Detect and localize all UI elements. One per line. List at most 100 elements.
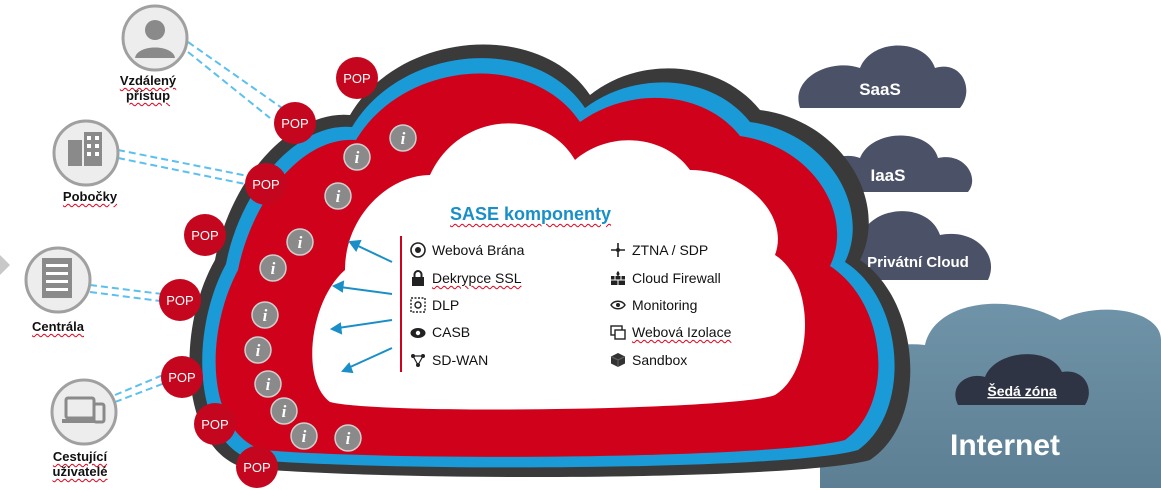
- inspection-label: i: [282, 402, 287, 421]
- site-branches: [52, 119, 120, 187]
- pop-label: POP: [168, 370, 195, 385]
- pop-marker: POP: [274, 102, 316, 144]
- grey-zone-cloud: [955, 354, 1089, 405]
- site-remote-access: [121, 4, 189, 72]
- pop-label: POP: [243, 460, 270, 475]
- dlp-icon: [410, 297, 426, 313]
- pop-marker: POP: [159, 279, 201, 321]
- pop-marker: POP: [161, 356, 203, 398]
- pop-circle: [236, 446, 278, 488]
- inspection-circle: [251, 301, 279, 329]
- pop-label: POP: [201, 417, 228, 432]
- inspection-circle: [334, 424, 362, 452]
- site-label-line: Vzdálený: [119, 73, 177, 88]
- web-isolation-icon: [610, 325, 626, 340]
- inspection-circle: [290, 422, 318, 450]
- lock-icon: [412, 270, 424, 286]
- component-label: Sandbox: [632, 352, 688, 368]
- saas-label: SaaS: [859, 80, 901, 99]
- pop-label: POP: [252, 177, 279, 192]
- inspection-label: i: [401, 129, 406, 148]
- user-icon: [145, 20, 165, 40]
- pop-circle: [274, 102, 316, 144]
- component-cloud-firewall: Cloud Firewall: [610, 270, 721, 286]
- pop-label: POP: [166, 293, 193, 308]
- saas-cloud: [798, 45, 967, 108]
- site-label-headquarters: Centrála: [18, 319, 98, 334]
- component-label: Webová Brána: [432, 242, 525, 258]
- component-label: DLP: [432, 297, 460, 313]
- inspection-label: i: [263, 306, 268, 325]
- inspection-circle: [254, 370, 282, 398]
- component-web-isolation: Webová Izolace: [610, 324, 731, 340]
- grey-zone-label: Šedá zóna: [987, 382, 1056, 399]
- component-label: Monitoring: [632, 297, 698, 313]
- pop-marker: POP: [194, 403, 236, 445]
- sd-wan-icon: [411, 354, 425, 367]
- pop-circle: [161, 356, 203, 398]
- internet-label: Internet: [950, 429, 1060, 462]
- monitoring-eye-icon: [610, 300, 626, 310]
- inspection-circle: [259, 254, 287, 282]
- pop-circle: [194, 403, 236, 445]
- casb-eye-icon: [410, 328, 426, 338]
- inspection-marker: i: [244, 336, 272, 364]
- inspection-marker: i: [290, 422, 318, 450]
- firewall-icon: [611, 271, 625, 285]
- inspection-label: i: [266, 375, 271, 394]
- inspection-label: i: [355, 148, 360, 167]
- site-label-line: Cestující: [52, 449, 108, 464]
- connector-lines: [89, 41, 283, 403]
- site-headquarters: [24, 246, 92, 314]
- inspection-marker: i: [343, 143, 371, 171]
- inspection-marker: i: [251, 301, 279, 329]
- pop-marker: POP: [184, 214, 226, 256]
- component-dlp: DLP: [410, 297, 459, 313]
- pop-label: POP: [281, 116, 308, 131]
- site-label-line: přístup: [125, 88, 171, 103]
- private-cloud-label: Privátní Cloud: [867, 254, 969, 271]
- inspection-circle: [389, 124, 417, 152]
- inspection-marker: i: [286, 228, 314, 256]
- site-label-remote-access: Vzdálený přístup: [108, 73, 188, 103]
- inspection-marker: i: [324, 182, 352, 210]
- pop-marker: POP: [245, 163, 287, 205]
- inspection-label: i: [336, 187, 341, 206]
- pop-circle: [336, 57, 378, 99]
- inspection-marker: i: [270, 397, 298, 425]
- inspection-circle: [270, 397, 298, 425]
- inspection-label: i: [302, 427, 307, 446]
- sase-cloud: [189, 44, 911, 478]
- site-travelling-users: [50, 378, 118, 446]
- chevron-left-icon: [0, 255, 10, 275]
- inspection-marker: i: [254, 370, 282, 398]
- pop-circle: [245, 163, 287, 205]
- sase-components-title: SASE komponenty: [450, 204, 612, 224]
- inspection-label: i: [346, 429, 351, 448]
- component-web-gateway: Webová Brána: [410, 242, 524, 258]
- component-label: Cloud Firewall: [632, 270, 721, 286]
- inspection-marker: i: [389, 124, 417, 152]
- component-casb: CASB: [410, 324, 470, 340]
- site-label-travelling-users: Cestující uživatelé: [40, 449, 120, 479]
- inspection-label: i: [298, 233, 303, 252]
- component-label: SD-WAN: [432, 352, 489, 368]
- pop-label: POP: [343, 71, 370, 86]
- site-label-branches: Pobočky: [50, 189, 130, 204]
- inspection-circle: [343, 143, 371, 171]
- sandbox-cube-icon: [610, 353, 626, 367]
- ztna-arrows-icon: [611, 243, 625, 257]
- inspection-label: i: [256, 341, 261, 360]
- component-sd-wan: SD-WAN: [410, 352, 488, 368]
- inspection-circle: [244, 336, 272, 364]
- inspection-circle: [324, 182, 352, 210]
- site-label-line: Centrála: [31, 319, 85, 334]
- component-label: CASB: [432, 324, 471, 340]
- component-label: Dekrypce SSL: [432, 270, 522, 286]
- site-label-line: Pobočky: [62, 189, 118, 204]
- mobile-devices-icon: [62, 396, 106, 424]
- pop-circle: [184, 214, 226, 256]
- pop-circle: [159, 279, 201, 321]
